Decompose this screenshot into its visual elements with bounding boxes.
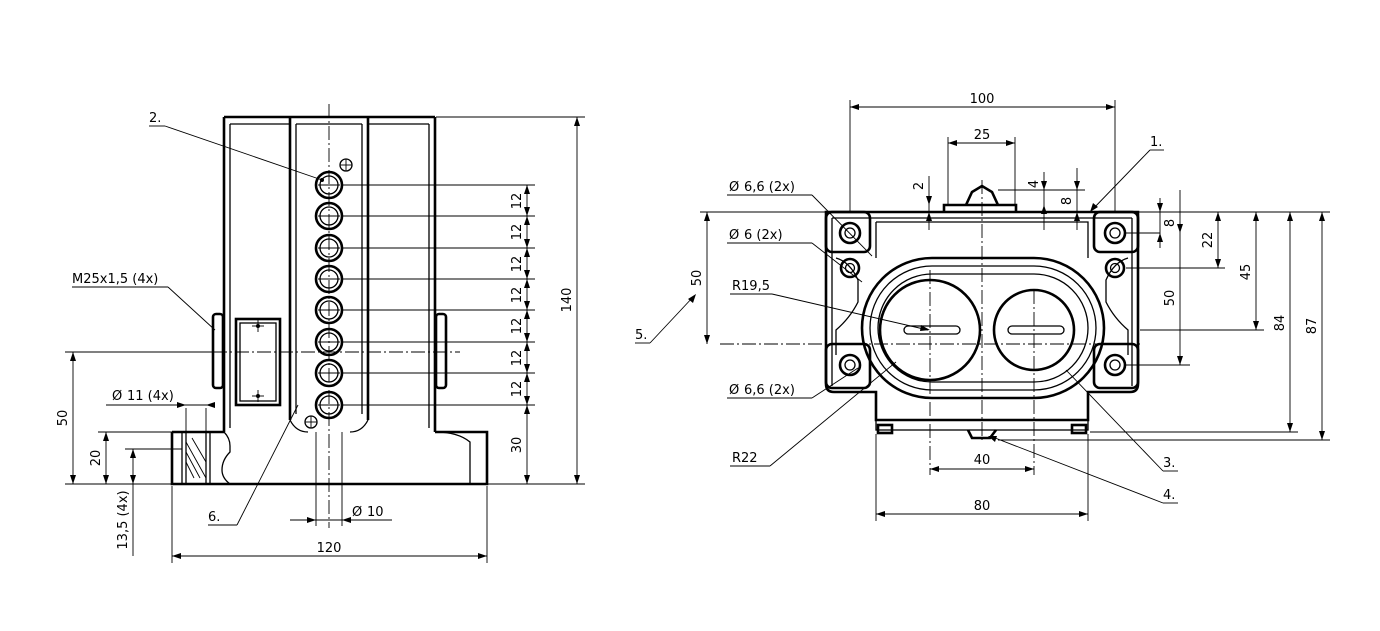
left-button-column [304, 104, 353, 528]
dim-50-right-label: 50 [1163, 290, 1178, 307]
right-dim-40: 40 [930, 453, 1034, 472]
left-pitch-dimensions: 12 12 12 12 12 12 12 30 [510, 185, 530, 484]
hole-top-label: 6,6 (2x) [744, 180, 795, 195]
right-hole-bottom-callout: Ø 6,6 (2x) [727, 367, 859, 399]
dim-2-label: 2 [912, 182, 927, 190]
right-dim-4: 4 [998, 172, 1050, 230]
right-hole-mid-callout: Ø 6 (2x) [727, 228, 863, 283]
dim-22-label: 22 [1201, 232, 1216, 249]
callout-3-label: 3. [1163, 456, 1175, 471]
right-dim-87: 87 [998, 212, 1330, 441]
right-dim-8-top: 8 [1016, 168, 1085, 230]
dim-140-label: 140 [560, 288, 575, 313]
right-dim-50-left: 50 [690, 211, 825, 344]
phi10-symbol: Ø [352, 505, 362, 520]
phi10-label: 10 [367, 505, 384, 520]
dim-84-label: 84 [1273, 315, 1288, 332]
left-dim-20: 20 [89, 431, 181, 484]
dim-25-label: 25 [974, 128, 991, 143]
callout-1: 1. [1090, 135, 1164, 212]
hole-top-symbol: Ø [729, 180, 739, 195]
dim-13-5-label: 13,5 (4x) [116, 490, 131, 549]
right-dim-22: 22 [1126, 212, 1225, 269]
pitch-label-1: 12 [510, 193, 525, 210]
radius-outer-label: R22 [732, 451, 758, 466]
pitch-label-5: 12 [510, 318, 525, 335]
left-dim-phi11: Ø 11 (4x) [106, 389, 215, 432]
left-dim-13-5: 13,5 (4x) [65, 448, 182, 556]
callout-4-label: 4. [1163, 488, 1175, 503]
pitch-label-3: 12 [510, 256, 525, 273]
callout-5-label: 5. [635, 328, 647, 343]
right-radius-outer-callout: R22 [730, 361, 897, 467]
dim-87-label: 87 [1305, 318, 1320, 335]
right-hole-top-callout: Ø 6,6 (2x) [727, 180, 873, 257]
right-dim-50-right: 50 [1126, 190, 1190, 366]
left-dim-50: 50 [56, 351, 212, 484]
dim-120-label: 120 [317, 541, 342, 556]
dim-50-label: 50 [56, 410, 71, 427]
right-dim-80: 80 [875, 434, 1089, 521]
right-dim-25: 25 [947, 128, 1016, 205]
dim-20-label: 20 [89, 450, 104, 467]
right-oval-boss [860, 256, 1106, 400]
callout-3: 3. [1065, 369, 1178, 472]
callout-2: 2. [149, 111, 324, 182]
dim-50-left-label: 50 [690, 270, 705, 287]
left-pitch-extensions [343, 116, 585, 485]
callout-4: 4. [988, 435, 1178, 504]
pitch-label-4: 12 [510, 287, 525, 304]
pitch-label-7: 12 [510, 381, 525, 398]
callout-1-label: 1. [1150, 135, 1162, 150]
left-dim-140: 140 [560, 117, 580, 484]
thread-label: M25x1,5 (4x) [72, 272, 158, 287]
callout-6-label: 6. [208, 510, 220, 525]
dim-80-label: 80 [974, 499, 991, 514]
left-housing-outline [170, 115, 489, 486]
right-dim-100: 100 [849, 92, 1116, 212]
pitch-label-6: 12 [510, 350, 525, 367]
callout-5: 5. [635, 294, 696, 344]
right-radius-inner-callout: R19,5 [730, 279, 930, 331]
dim-4-label: 4 [1027, 180, 1042, 188]
dim-8-top-label: 8 [1060, 197, 1075, 205]
left-dim-phi10: Ø 10 [290, 432, 392, 526]
callout-2-label: 2. [149, 111, 161, 126]
radius-inner-label: R19,5 [732, 279, 770, 294]
pitch-label-2: 12 [510, 224, 525, 241]
left-view: 12 12 12 12 12 12 12 30 140 50 20 13,5 (… [56, 104, 585, 563]
right-dim-45: 45 [1140, 212, 1264, 331]
dim-30-label: 30 [510, 437, 525, 454]
right-view: 100 25 2 4 8 1. Ø 6,6 (2x) [635, 92, 1330, 521]
right-dim-8-right: 8 [1126, 198, 1330, 248]
dim-45-label: 45 [1239, 264, 1254, 281]
callout-6: 6. [208, 404, 299, 526]
dim-8-right-label: 8 [1163, 219, 1178, 227]
left-thread-callout: M25x1,5 (4x) [72, 272, 216, 331]
dim-100-label: 100 [970, 92, 995, 107]
right-dim-84: 84 [1090, 212, 1298, 433]
left-dim-120: 120 [171, 486, 488, 563]
phi11-label: 11 (4x) [127, 389, 174, 404]
right-dim-2: 2 [912, 176, 932, 230]
hole-mid-label: 6 (2x) [744, 228, 783, 243]
hole-bottom-label: 6,6 (2x) [744, 383, 795, 398]
hole-bottom-symbol: Ø [729, 383, 739, 398]
hole-mid-symbol: Ø [729, 228, 739, 243]
phi11-symbol: Ø [112, 389, 122, 404]
dim-40-label: 40 [974, 453, 991, 468]
